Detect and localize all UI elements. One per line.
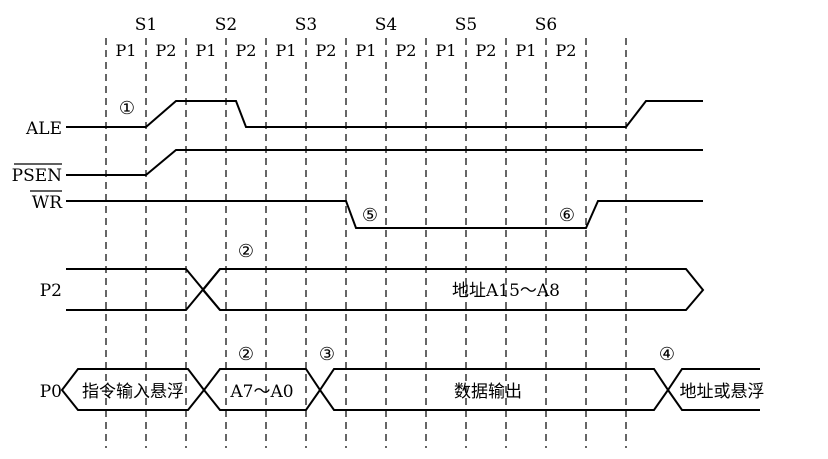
marker-3: ③ [319, 344, 335, 365]
waveforms [60, 100, 760, 411]
wr-waveform [66, 200, 703, 229]
state-label-s1: S1 [135, 15, 157, 35]
marker-4: ④ [659, 344, 675, 365]
state-label-s6: S6 [535, 15, 557, 35]
state-label-s5: S5 [455, 15, 477, 35]
signal-labels: ALE PSEN WR P2 P0 [12, 119, 64, 402]
signal-label-ale: ALE [25, 119, 62, 139]
marker-2-p2: ② [238, 241, 254, 262]
state-labels: S1 S2 S3 S4 S5 S6 [135, 15, 557, 35]
marker-6: ⑥ [559, 205, 575, 226]
p2-bus-early [66, 268, 221, 311]
phase-label: P2 [156, 41, 177, 60]
marker-5: ⑤ [362, 205, 378, 226]
marker-2-p0: ② [238, 344, 254, 365]
p0-end-bus [667, 389, 760, 411]
phase-label: P2 [236, 41, 257, 60]
p0-end-label: 地址或悬浮 [680, 382, 765, 402]
phase-label: P2 [476, 41, 497, 60]
step-markers: ① ② ② ③ ④ ⑤ ⑥ [119, 98, 675, 365]
signal-label-wr: WR [32, 193, 63, 213]
p0-data-label: 数据输出 [454, 382, 522, 402]
psen-waveform [66, 149, 703, 176]
phase-label: P1 [116, 41, 137, 60]
phase-guides [105, 38, 627, 448]
phase-label: P2 [396, 41, 417, 60]
p2-address-label: 地址A15～A8 [452, 281, 560, 301]
state-label-s3: S3 [295, 15, 317, 35]
p0-end-bus [667, 368, 760, 391]
signal-label-p0: P0 [40, 382, 62, 402]
phase-label: P2 [316, 41, 337, 60]
p0-address-low-label: A7～A0 [229, 382, 293, 402]
signal-label-psen: PSEN [12, 166, 62, 186]
phase-label: P1 [436, 41, 457, 60]
phase-label: P1 [356, 41, 377, 60]
state-label-s2: S2 [215, 15, 237, 35]
phase-label: P1 [196, 41, 217, 60]
phase-labels: P1 P2 P1 P2 P1 P2 P1 P2 P1 P2 P1 P2 [116, 41, 577, 60]
bus-labels: 地址A15～A8 指令输入悬浮 A7～A0 数据输出 地址或悬浮 [82, 281, 765, 402]
p2-address-bus [201, 268, 705, 311]
p2-bus-early [66, 268, 221, 311]
ale-waveform [66, 100, 703, 128]
phase-label: P1 [276, 41, 297, 60]
marker-1: ① [119, 98, 135, 119]
phase-label: P2 [556, 41, 577, 60]
state-label-s4: S4 [375, 15, 397, 35]
signal-label-p2: P2 [40, 281, 62, 301]
phase-label: P1 [516, 41, 537, 60]
p0-instruction-label: 指令输入悬浮 [82, 382, 184, 402]
